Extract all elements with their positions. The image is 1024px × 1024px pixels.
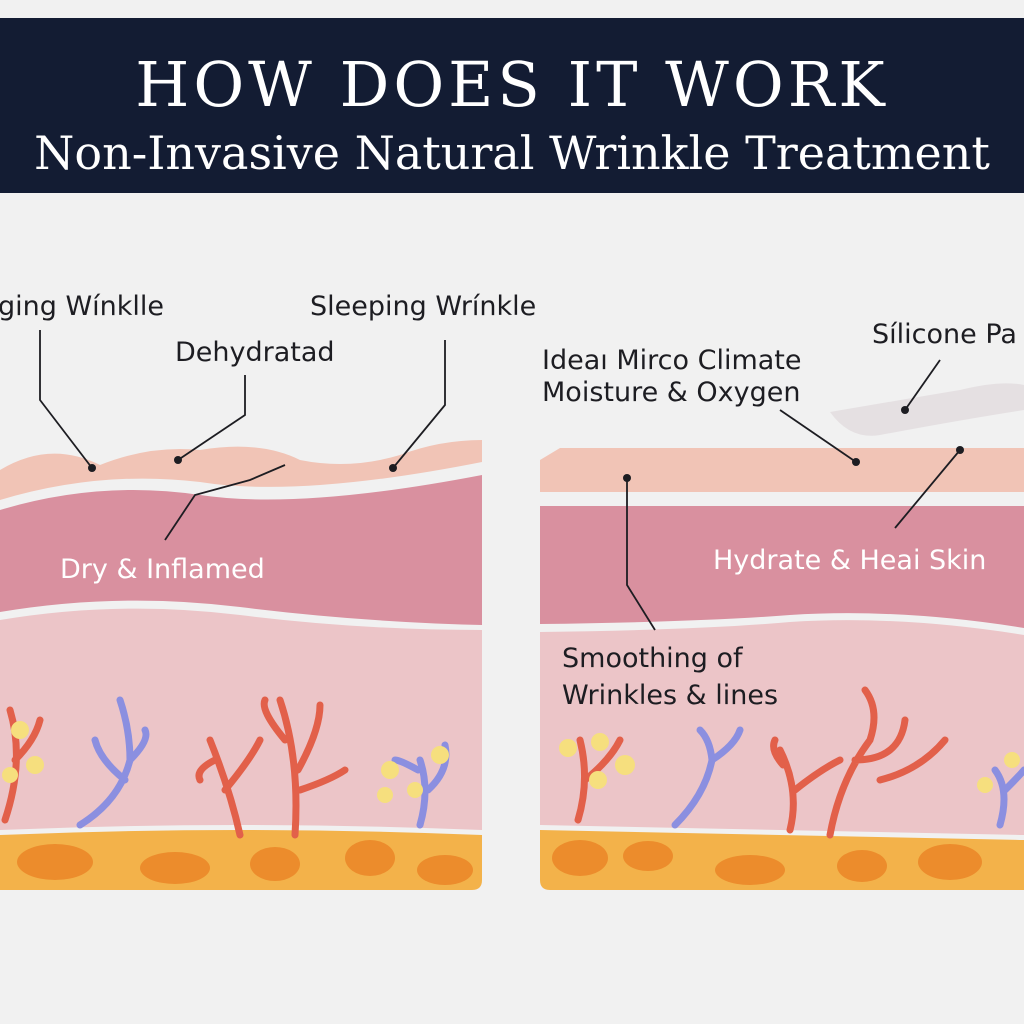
title: HOW DOES IT WORK [135, 48, 889, 121]
right-skin-panel: Sílicone Pa Ideaı Mirco Climate Moisture… [540, 319, 1024, 890]
left-callout-dots [88, 456, 397, 472]
right-fat-cells [552, 840, 982, 885]
label-silicone-pad: Sílicone Pa [872, 319, 1017, 350]
left-yellow-cells [2, 721, 449, 803]
label-sleeping-wrinkle: Sleeping Wrínkle [310, 291, 536, 322]
label-climate-line1: Ideaı Mirco Climate [542, 345, 802, 376]
label-hydrate-heal: Hydrate & Heai Skin [713, 545, 986, 576]
left-hypodermis [0, 608, 482, 830]
right-red-vessels [574, 686, 949, 839]
subtitle: Non-Invasive Natural Wrinkle Treatment [34, 126, 990, 180]
left-epidermis [0, 440, 482, 500]
right-hypodermis [540, 620, 1024, 835]
silicone-pad [830, 383, 1024, 436]
left-dermis [0, 475, 482, 625]
label-smoothing-line2: Wrinkles & lines [562, 680, 778, 711]
left-fat-cells [17, 840, 473, 885]
right-callout-dots [623, 406, 964, 482]
left-red-vessels [1, 696, 349, 839]
left-skin-panel: ging Wínklle Sleeping Wrínkle Dehydratad… [0, 291, 536, 890]
header-banner: HOW DOES IT WORK Non-Invasive Natural Wr… [0, 18, 1024, 193]
label-smoothing-line1: Smoothing of [562, 643, 744, 674]
right-yellow-cells [559, 733, 1020, 793]
label-dehydrated: Dehydratad [175, 337, 335, 368]
right-dermis [540, 506, 1024, 628]
label-dry-inflamed: Dry & Inflamed [60, 554, 265, 585]
label-aging-wrinkle: ging Wínklle [0, 291, 164, 322]
right-blue-vessels [671, 726, 1024, 829]
right-callout-lines [626, 359, 961, 631]
right-epidermis [540, 448, 1024, 492]
label-climate-line2: Moisture & Oxygen [542, 377, 801, 408]
left-callout-lines [39, 330, 446, 541]
